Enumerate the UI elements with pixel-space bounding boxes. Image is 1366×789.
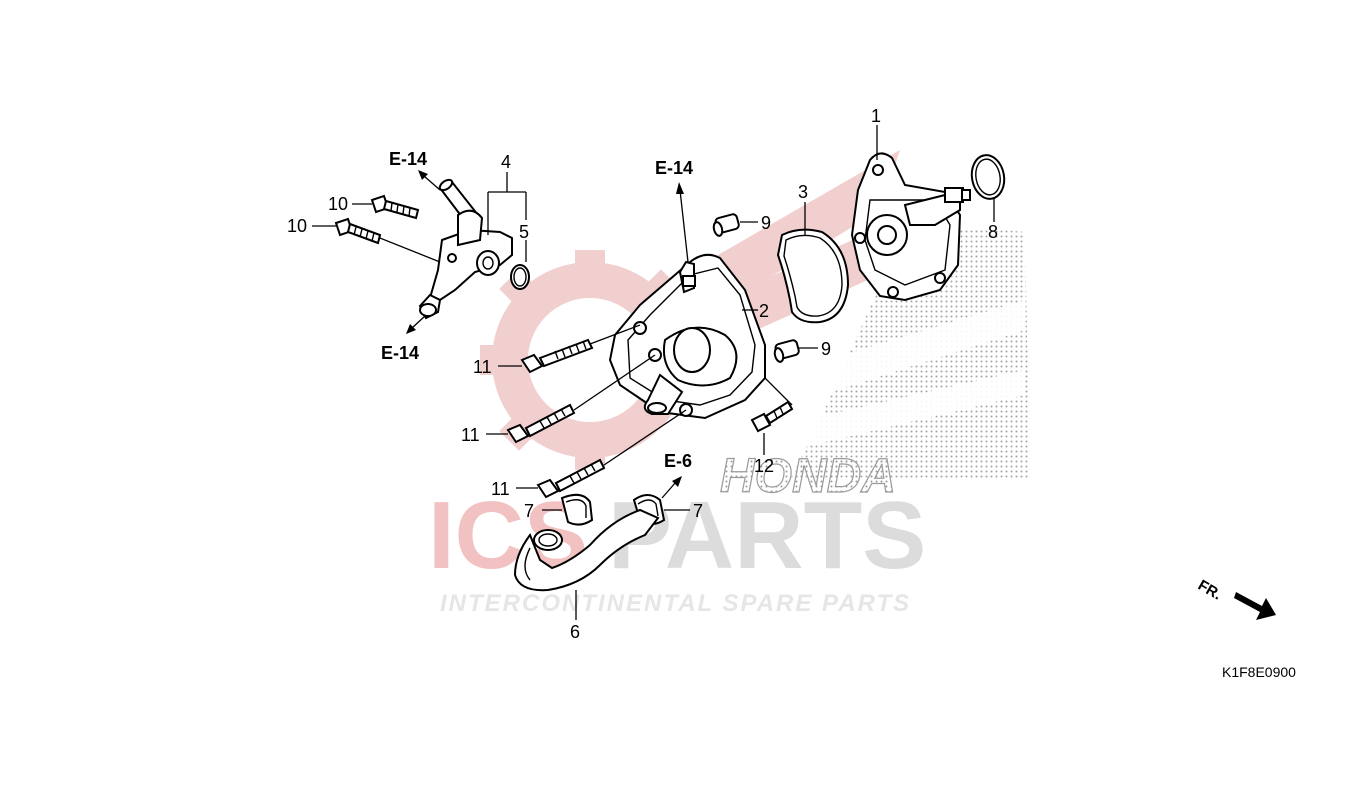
watermark-brand: ICS PARTS INTERCONTINENTAL SPARE PARTS [428, 482, 926, 617]
part-dowel-pin-upper [712, 213, 740, 237]
leader-lines [312, 125, 995, 620]
callout-8: 8 [988, 222, 998, 242]
callout-11-c: 11 [491, 479, 510, 499]
callout-7-left: 7 [524, 501, 534, 521]
callout-3: 3 [798, 182, 808, 202]
watermark-honda-text: HONDA [720, 450, 896, 503]
reference-e14-left-bottom: E-14 [381, 343, 419, 363]
watermark-brand-right: PARTS [608, 482, 926, 589]
direction-label: FR. [1195, 577, 1224, 604]
direction-indicator: FR. [1195, 577, 1276, 620]
diagram-code: K1F8E0900 [1222, 664, 1296, 680]
part-water-pump [850, 152, 971, 302]
part-bolt-11-a [520, 338, 594, 374]
callout-4: 4 [501, 152, 511, 172]
part-pump-cover [608, 253, 766, 420]
part-bolt-12 [750, 400, 794, 433]
callout-1: 1 [871, 106, 881, 126]
part-hose [513, 508, 660, 592]
direction-arrow-icon [1234, 592, 1276, 620]
part-water-joint [418, 178, 513, 320]
callout-11-a: 11 [473, 357, 492, 377]
reference-e14-center: E-14 [655, 158, 693, 178]
part-bolt-11-c [536, 458, 606, 499]
callout-5: 5 [519, 222, 529, 242]
callout-10-upper: 10 [328, 194, 348, 214]
part-bolt-10-lower [334, 217, 382, 245]
reference-arrows [406, 170, 689, 499]
part-bolt-11-b [506, 403, 576, 444]
reference-e14-left-top: E-14 [389, 149, 427, 169]
callout-12: 12 [754, 456, 774, 476]
callout-11-b: 11 [461, 425, 480, 445]
callout-9-lower: 9 [821, 339, 831, 359]
reference-e6: E-6 [664, 451, 692, 471]
callout-9-upper: 9 [761, 213, 771, 233]
callout-7-right: 7 [693, 501, 703, 521]
callout-6: 6 [570, 622, 580, 642]
watermark-honda-wing: HONDA [719, 229, 1030, 504]
callout-10-lower: 10 [287, 216, 307, 236]
part-dowel-pin-lower [773, 339, 800, 363]
part-clamp-7-left [560, 493, 594, 526]
watermark-tagline: INTERCONTINENTAL SPARE PARTS [440, 590, 911, 617]
part-bolt-10-upper [370, 194, 420, 220]
callout-2: 2 [759, 301, 769, 321]
